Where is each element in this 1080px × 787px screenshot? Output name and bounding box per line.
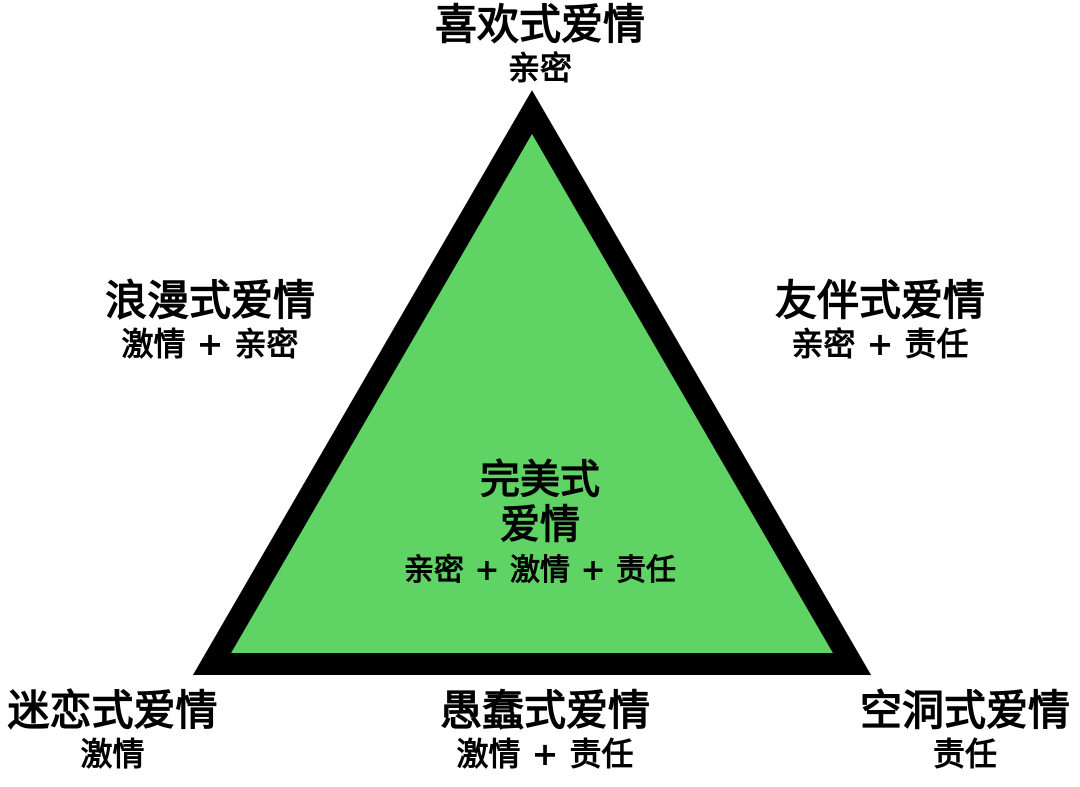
consummate-love-components: 亲密 + 激情 + 责任 — [403, 552, 677, 588]
liking-love-label: 喜欢式爱情 亲密 — [390, 0, 690, 87]
companionate-love-components: 亲密 + 责任 — [791, 325, 969, 363]
infatuation-components: 激情 — [80, 735, 145, 773]
empty-love-label: 空洞式爱情 责任 — [850, 686, 1080, 773]
consummate-love-label: 完美式 爱情 亲密 + 激情 + 责任 — [360, 458, 720, 586]
love-triangle — [192, 90, 872, 675]
consummate-love-title-line2: 爱情 — [500, 501, 580, 548]
infatuation-title: 迷恋式爱情 — [7, 686, 218, 735]
fatuous-love-label: 愚蠢式爱情 激情 + 责任 — [395, 686, 695, 773]
companionate-love-title: 友伴式爱情 — [774, 276, 985, 325]
companionate-love-label: 友伴式爱情 亲密 + 责任 — [735, 276, 1025, 363]
consummate-love-title-line1: 完美式 — [480, 457, 600, 503]
romantic-love-label: 浪漫式爱情 激情 + 亲密 — [65, 276, 355, 363]
empty-love-title: 空洞式爱情 — [859, 686, 1070, 735]
empty-love-components: 责任 — [932, 735, 997, 773]
liking-love-title: 喜欢式爱情 — [434, 0, 645, 49]
romantic-love-title: 浪漫式爱情 — [104, 276, 315, 325]
romantic-love-components: 激情 + 亲密 — [121, 325, 299, 363]
fatuous-love-title: 愚蠢式爱情 — [439, 686, 650, 735]
infatuation-label: 迷恋式爱情 激情 — [0, 686, 225, 773]
fatuous-love-components: 激情 + 责任 — [456, 735, 634, 773]
liking-love-components: 亲密 — [507, 49, 572, 87]
